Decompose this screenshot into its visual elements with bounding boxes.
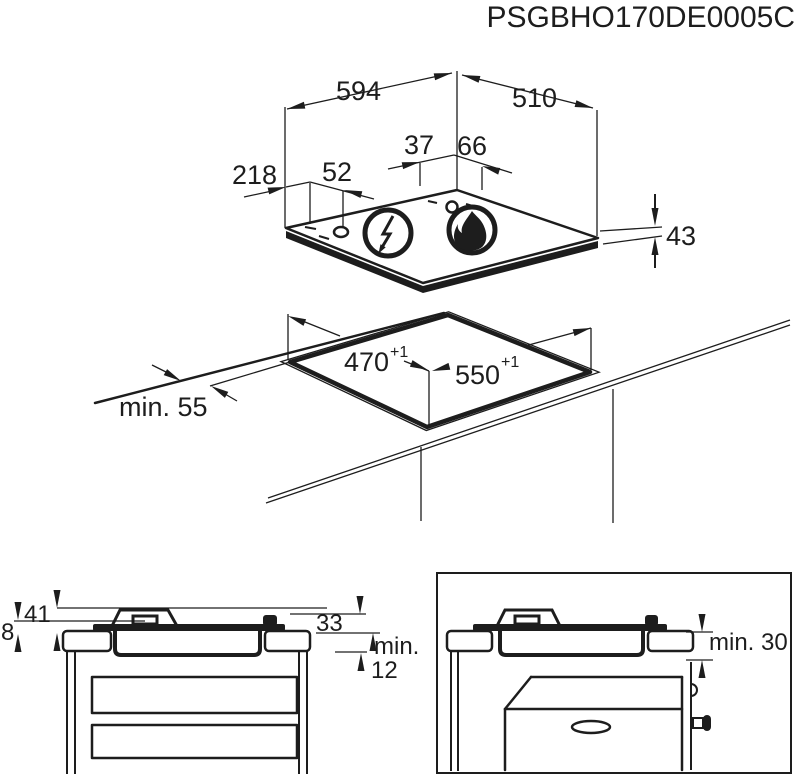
dim-470-label: 470 <box>344 347 389 377</box>
worktop-right-section <box>263 629 312 653</box>
hob-body-tub-oven <box>498 631 645 657</box>
dim-510-label: 510 <box>512 83 557 113</box>
worktop-left-section-oven <box>445 629 494 653</box>
dim-cutout-550: 550 +1 <box>428 327 592 427</box>
hob-body-tub <box>113 631 262 657</box>
cabinet-side-panels <box>66 651 308 774</box>
gas-connection-mark <box>427 200 477 214</box>
dim-support-41: 41 <box>24 590 327 651</box>
dim-8-label: 8 <box>1 619 14 646</box>
worktop-right-section-oven <box>646 629 695 653</box>
pan-support-profile-oven <box>495 608 562 627</box>
dim-41-label: 41 <box>24 601 51 628</box>
control-knob-section <box>263 615 277 626</box>
cabinet-left-panel-oven <box>450 651 459 771</box>
gas-supply-pipe <box>690 662 711 770</box>
flame-icon <box>446 204 498 256</box>
dim-min55-label: min. 55 <box>119 392 208 422</box>
dim-33-label: 33 <box>316 610 343 637</box>
dim-66-label: 66 <box>457 131 487 161</box>
dim-front-clearance-55: min. 55 <box>119 361 291 422</box>
dim-37-label: 37 <box>404 130 434 160</box>
electric-connection-mark <box>304 225 350 240</box>
worktop-right-edge-top <box>267 319 791 499</box>
cutout-opening <box>287 312 593 430</box>
dim-12-label: 12 <box>371 657 398 684</box>
oven-handle <box>570 719 612 735</box>
worktop-left-section <box>61 629 113 653</box>
dim-oven-clearance-30: min. 30 <box>686 614 788 678</box>
dim-edge-218: 218 <box>232 160 286 198</box>
dim-43-label: 43 <box>666 221 696 251</box>
cutout-outer-line <box>279 311 601 432</box>
dim-height-43: 43 <box>599 194 696 268</box>
lightning-icon <box>362 207 414 259</box>
hob-left-side-face <box>286 231 423 293</box>
dim-594-label: 594 <box>336 76 381 106</box>
drawer-section-view: 41 8 33 min. 12 <box>1 590 419 774</box>
oven-view-frame <box>436 572 792 774</box>
worktop-cutout-view: min. 55 470 +1 550 +1 <box>93 311 791 523</box>
dim-550-label: 550 <box>455 360 500 390</box>
drawer-front-lower <box>90 723 299 760</box>
dim-depth-510: 510 <box>461 74 594 113</box>
hob-right-side-face <box>423 241 598 293</box>
dim-body-33: 33 <box>290 596 380 651</box>
dim-cutout-470: 470 +1 <box>287 314 430 377</box>
dim-width-594: 594 <box>286 72 453 110</box>
dim-min-label: min. <box>374 633 419 660</box>
control-knob-section-oven <box>645 615 658 626</box>
hob-glass-section <box>93 624 285 631</box>
hob-top-view: 594 510 37 66 218 <box>232 71 696 293</box>
hob-top-surface <box>284 188 600 285</box>
worktop-front-edge <box>93 311 446 405</box>
oven-section-view: min. 30 <box>436 572 792 774</box>
pan-support-profile <box>110 608 179 627</box>
built-in-oven <box>503 675 684 772</box>
dim-470-tolerance: +1 <box>390 344 408 361</box>
hob-glass-section-oven <box>473 624 667 631</box>
dim-550-tolerance: +1 <box>501 354 519 371</box>
dim-electric-52: 52 <box>285 157 375 227</box>
dim-gas-37-66: 37 66 <box>387 130 513 190</box>
page-title: PSGBHO170DE0005C <box>487 1 796 34</box>
worktop-right-edge-bottom <box>265 324 791 504</box>
dim-glass-8: 8 <box>1 602 145 652</box>
dim-52-label: 52 <box>322 157 352 187</box>
dim-min30-label: min. 30 <box>709 629 788 656</box>
dim-218-label: 218 <box>232 160 277 190</box>
dim-clearance-12: min. 12 <box>335 633 419 684</box>
drawer-front-upper <box>90 675 299 715</box>
gas-valve-knob <box>703 715 711 731</box>
